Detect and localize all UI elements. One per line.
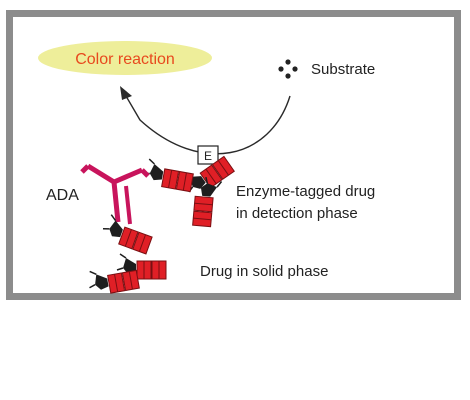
enzyme-tag-label: E [204,149,212,163]
color-reaction-label: Color reaction [75,51,175,68]
drug-solid-phase-label: Drug in solid phase [200,263,328,280]
enzyme-tagged-drug-label-line2: in detection phase [236,205,358,222]
ada-antibody [80,163,150,225]
reaction-arrowhead [120,86,132,100]
enzyme-tag-box [197,145,219,165]
substrate-dots-icon [278,59,298,79]
ada-label: ADA [46,187,79,204]
reaction-arrow [125,95,291,155]
enzyme-tagged-drug-label-line1: Enzyme-tagged drug [236,183,375,200]
color-reaction-ellipse [38,41,212,75]
substrate-label: Substrate [311,61,375,78]
